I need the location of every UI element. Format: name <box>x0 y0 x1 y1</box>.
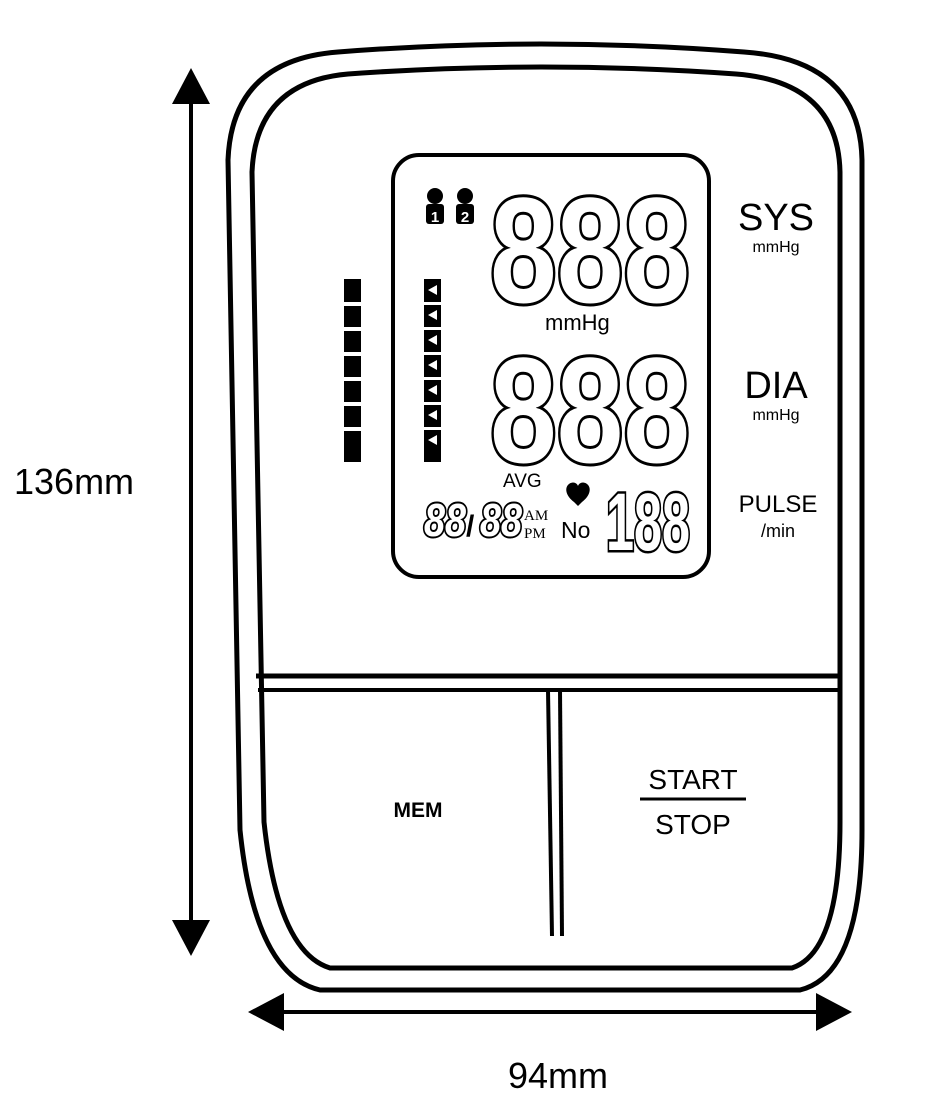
am-label: AM <box>524 508 548 524</box>
svg-text:1: 1 <box>431 209 439 226</box>
height-dimension: 136mm <box>14 68 210 956</box>
mem-button-label: MEM <box>394 791 443 824</box>
dia-unit: mmHg <box>752 407 799 424</box>
classification-indicators <box>424 279 441 462</box>
dia-label: DIA <box>744 365 808 407</box>
height-label: 136mm <box>14 461 134 502</box>
sys-unit: mmHg <box>752 239 799 256</box>
pulse-unit: /min <box>761 521 795 541</box>
width-dimension: 94mm <box>248 993 852 1096</box>
stop-label: STOP <box>655 809 731 840</box>
memory-number-label: No <box>561 517 590 543</box>
lcd-mid-unit: mmHg <box>545 310 610 335</box>
time-separator: / <box>466 510 475 543</box>
avg-label: AVG <box>503 471 542 492</box>
pressure-level-bar <box>344 279 361 462</box>
heart-icon <box>566 482 590 506</box>
start-stop-button[interactable]: START STOP <box>640 764 746 840</box>
dia-digits: 888 <box>490 326 690 494</box>
lcd-screen <box>391 153 711 579</box>
sys-digits: 888 <box>490 166 690 334</box>
width-label: 94mm <box>508 1055 608 1096</box>
pulse-digits: 188 <box>606 477 690 568</box>
svg-text:2: 2 <box>461 209 469 226</box>
user-1-icon: 1 <box>426 188 444 226</box>
pulse-label: PULSE <box>739 491 818 518</box>
time-hours: 88 <box>424 494 466 546</box>
arrow-up-icon <box>172 68 210 104</box>
mem-button[interactable]: MEM <box>394 791 443 824</box>
start-label: START <box>648 764 737 795</box>
device-body <box>225 41 865 993</box>
user-2-icon: 2 <box>456 188 474 226</box>
sys-label: SYS <box>738 197 814 239</box>
pm-label: PM <box>524 526 546 542</box>
arrow-down-icon <box>172 920 210 956</box>
arrow-left-icon <box>248 993 284 1031</box>
arrow-right-icon <box>816 993 852 1031</box>
time-minutes: 88 <box>480 494 522 546</box>
